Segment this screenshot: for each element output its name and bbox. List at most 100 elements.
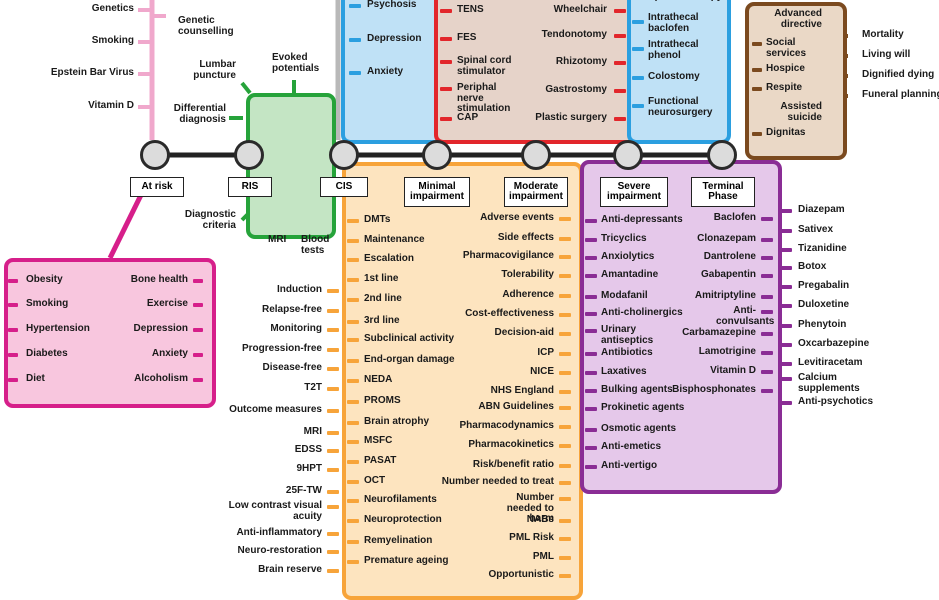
orange-inner-right-item: Adverse events: [480, 212, 554, 223]
magenta-item: Smoking: [26, 298, 69, 309]
purple-outer-item: Botox: [798, 261, 827, 272]
magenta-item-tick: [8, 378, 18, 382]
orange-inner-left-item: PASAT: [364, 455, 397, 466]
orange-outer-item-tick: [327, 387, 339, 391]
station-at-risk: [140, 140, 170, 170]
purple-left-item: Anti-vertigo: [601, 460, 658, 471]
orange-outer-item: Brain reserve: [258, 564, 322, 575]
purple-left-item: Antibiotics: [601, 347, 653, 358]
orange-inner-right-item: Number needed to harm: [506, 492, 554, 524]
orange-inner-left-item: End-organ damage: [364, 354, 455, 365]
purple-left-item: Bulking agents: [601, 384, 673, 395]
station-cis: [329, 140, 359, 170]
orange-inner-right-item: Number needed to treat: [441, 476, 554, 487]
purple-outer-item: Phenytoin: [798, 319, 847, 330]
magenta-item-tick: [193, 279, 203, 283]
orange-inner-right-item-tick: [559, 556, 571, 560]
orange-inner-left-item: 2nd line: [364, 293, 402, 304]
purple-outer-item-tick: [780, 248, 792, 252]
pink-item: Genetic counselling: [178, 15, 234, 37]
purple-left-item-tick: [585, 238, 597, 242]
magenta-item: Bone health: [130, 274, 188, 285]
orange-inner-right-item: ABN Guidelines: [478, 401, 554, 412]
purple-outer-item-tick: [780, 324, 792, 328]
blue-right-item: Intrathecal phenol: [648, 39, 699, 61]
purple-right-item-tick: [761, 332, 773, 336]
purple-right-item-tick: [761, 310, 773, 314]
magenta-item: Depression: [133, 323, 188, 334]
green-item: Blood tests: [301, 234, 330, 256]
red-item-tick: [440, 9, 452, 13]
orange-inner-left-item-tick: [347, 421, 359, 425]
purple-outer-item-tick: [780, 285, 792, 289]
purple-left-item: Anxiolytics: [601, 251, 655, 262]
red-item-tick: [440, 60, 452, 64]
purple-outer-item-tick: [780, 343, 792, 347]
blue-right-item-tick: [632, 76, 644, 80]
orange-outer-item-tick: [327, 468, 339, 472]
orange-inner-left-item: DMTs: [364, 214, 391, 225]
orange-inner-right-item: Opportunistic: [488, 569, 554, 580]
purple-left-item: Prokinetic agents: [601, 402, 685, 413]
orange-outer-item: Relapse-free: [261, 304, 322, 315]
green-item: MRI: [268, 234, 287, 245]
orange-inner-left-item: Neurofilaments: [364, 494, 437, 505]
station-label-ris: RIS: [228, 177, 272, 197]
purple-left-item-tick: [585, 219, 597, 223]
purple-right-item-tick: [761, 351, 773, 355]
orange-inner-left-item: Neuroprotection: [364, 514, 442, 525]
orange-outer-item-tick: [327, 409, 339, 413]
station-label-cis: CIS: [320, 177, 368, 197]
purple-left-item-tick: [585, 371, 597, 375]
purple-right-item: Clonazepam: [697, 233, 756, 244]
magenta-item-tick: [8, 279, 18, 283]
station-label-minimal: Minimal impairment: [404, 177, 470, 207]
orange-box: [342, 162, 583, 600]
orange-inner-right-item-tick: [559, 274, 571, 278]
orange-inner-left-item-tick: [347, 519, 359, 523]
green-item: Differential diagnosis: [173, 103, 226, 125]
station-label-at-risk: At risk: [130, 177, 184, 197]
orange-inner-left-item: 3rd line: [364, 315, 400, 326]
orange-inner-right-item-tick: [559, 444, 571, 448]
purple-outer-item: Anti-psychotics: [798, 396, 874, 407]
red-item-tick: [614, 89, 626, 93]
red-item: Wheelchair: [553, 4, 607, 15]
orange-outer-item-tick: [327, 550, 339, 554]
blue-left-item: Depression: [367, 33, 422, 44]
purple-left-item: Laxatives: [601, 366, 647, 377]
orange-outer-item-tick: [327, 289, 339, 293]
orange-inner-left-item-tick: [347, 440, 359, 444]
blue-left-item: Anxiety: [367, 66, 404, 77]
orange-inner-right-item-tick: [559, 574, 571, 578]
blue-left-item: Psychosis: [367, 0, 417, 10]
purple-right-item-tick: [761, 274, 773, 278]
orange-inner-right-item-tick: [559, 371, 571, 375]
purple-right-item: Gabapentin: [700, 269, 756, 280]
brown-box: [745, 2, 847, 160]
purple-left-item-tick: [585, 312, 597, 316]
red-item-tick: [614, 34, 626, 38]
orange-outer-item: EDSS: [294, 444, 322, 455]
orange-inner-left-item: Brain atrophy: [364, 416, 430, 427]
orange-outer-item-tick: [327, 348, 339, 352]
purple-outer-item-tick: [780, 229, 792, 233]
purple-left-item-tick: [585, 352, 597, 356]
red-item: Spinal cord stimulator: [457, 55, 512, 77]
magenta-item: Diet: [26, 373, 45, 384]
orange-inner-left-item-tick: [347, 460, 359, 464]
pink-item: Smoking: [91, 35, 134, 46]
station-moderate: [521, 140, 551, 170]
station-label-severe: Severe impairment: [600, 177, 668, 207]
orange-inner-left-item-tick: [347, 540, 359, 544]
orange-inner-right-item-tick: [559, 481, 571, 485]
orange-inner-right-item-tick: [559, 313, 571, 317]
orange-outer-item: Progression-free: [241, 343, 322, 354]
orange-inner-right-item-tick: [559, 390, 571, 394]
orange-outer-item: Monitoring: [270, 323, 322, 334]
orange-inner-right-item: Side effects: [497, 232, 554, 243]
blue-left-item-tick: [349, 38, 361, 42]
purple-outer-item: Duloxetine: [798, 299, 850, 310]
purple-outer-item-tick: [780, 362, 792, 366]
orange-outer-item-tick: [327, 367, 339, 371]
